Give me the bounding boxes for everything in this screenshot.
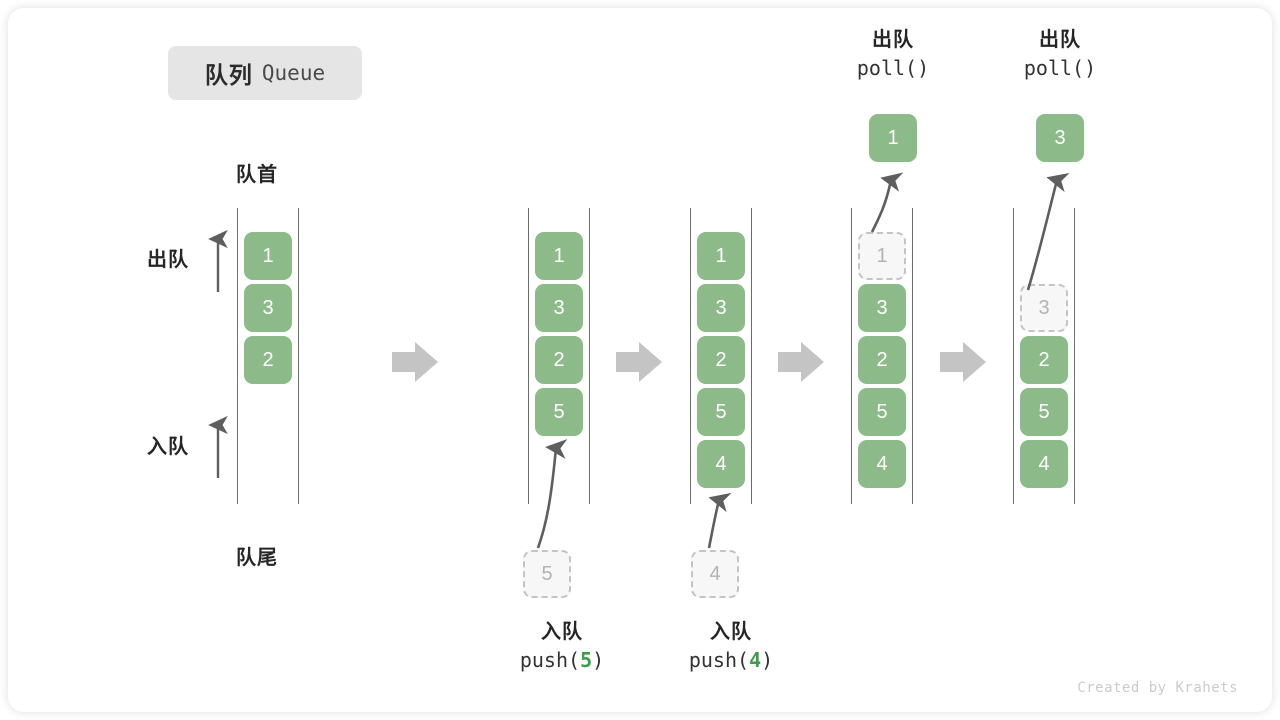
queue-cell: 5: [858, 388, 906, 436]
operation-code-prefix: push(: [688, 648, 750, 672]
rail-left: [237, 208, 238, 504]
step-arrow-icon: [616, 342, 662, 382]
title-badge: 队列 Queue: [168, 46, 362, 100]
queue-cell: 3: [697, 284, 745, 332]
rail-left: [1013, 208, 1014, 504]
rail-right: [589, 208, 590, 504]
step-arrow-icon: [940, 342, 986, 382]
operation-caption-push-5: 入队 push(5): [471, 620, 653, 675]
operation-code-suffix: ): [761, 648, 774, 672]
rail-left: [851, 208, 852, 504]
rail-right: [1074, 208, 1075, 504]
queue-cell: 2: [1020, 336, 1068, 384]
queue-cell: 1: [697, 232, 745, 280]
watermark: Created by Krahets: [1077, 680, 1238, 696]
operation-code: poll(): [1023, 56, 1097, 80]
incoming-value-box: 4: [691, 550, 739, 598]
operation-code-suffix: ): [592, 648, 605, 672]
queue-column-initial: 1 3 2: [237, 208, 299, 504]
operation-caption-poll-3: 出队 poll(): [984, 28, 1136, 83]
operation-code-arg: 4: [749, 648, 762, 672]
enqueue-direction-label: 入队: [147, 436, 189, 458]
queue-cell: 4: [858, 440, 906, 488]
rail-left: [528, 208, 529, 504]
queue-cell: 5: [535, 388, 583, 436]
operation-label-cn: 入队: [541, 621, 583, 643]
queue-cell: 3: [858, 284, 906, 332]
queue-cell: 1: [244, 232, 292, 280]
queue-column-after-poll-1: 1 3 2 5 4: [851, 208, 913, 504]
queue-cell-removed: 3: [1020, 284, 1068, 332]
queue-cell-removed: 1: [858, 232, 906, 280]
operation-code: poll(): [856, 56, 930, 80]
queue-cell: 2: [858, 336, 906, 384]
rail-right: [298, 208, 299, 504]
queue-cell: 5: [697, 388, 745, 436]
push-4-arrow-icon: [707, 492, 732, 549]
operation-caption-poll-1: 出队 poll(): [817, 28, 969, 83]
queue-cell: 1: [535, 232, 583, 280]
popped-value-box: 1: [869, 114, 917, 162]
rear-label: 队尾: [236, 547, 278, 569]
queue-cell: 3: [244, 284, 292, 332]
popped-value-box: 3: [1036, 114, 1084, 162]
step-arrow-icon: [392, 342, 438, 382]
title-label-cn: 队列: [204, 62, 253, 88]
title-label-en: Queue: [261, 61, 326, 85]
queue-cell: 3: [535, 284, 583, 332]
queue-column-after-push-5: 1 3 2 5: [528, 208, 590, 504]
operation-label-cn: 出队: [1039, 29, 1081, 51]
incoming-value-box: 5: [523, 550, 571, 598]
front-label: 队首: [236, 164, 278, 186]
operation-code-prefix: push(: [519, 648, 581, 672]
operation-code: push(5): [471, 645, 653, 675]
queue-cell: 5: [1020, 388, 1068, 436]
operation-code: push(4): [640, 645, 822, 675]
queue-column-after-push-4: 1 3 2 5 4: [690, 208, 752, 504]
operation-caption-push-4: 入队 push(4): [640, 620, 822, 675]
queue-cell: 4: [1020, 440, 1068, 488]
operation-label-cn: 出队: [872, 29, 914, 51]
rail-left: [690, 208, 691, 504]
queue-cell: 2: [697, 336, 745, 384]
queue-cell: 4: [697, 440, 745, 488]
operation-label-cn: 入队: [710, 621, 752, 643]
rail-right: [751, 208, 752, 504]
queue-cell: 2: [244, 336, 292, 384]
queue-cell: 2: [535, 336, 583, 384]
step-arrow-icon: [778, 342, 824, 382]
operation-code-arg: 5: [580, 648, 593, 672]
queue-column-after-poll-3: 3 2 5 4: [1013, 208, 1075, 504]
rail-right: [912, 208, 913, 504]
dequeue-direction-label: 出队: [147, 249, 189, 271]
